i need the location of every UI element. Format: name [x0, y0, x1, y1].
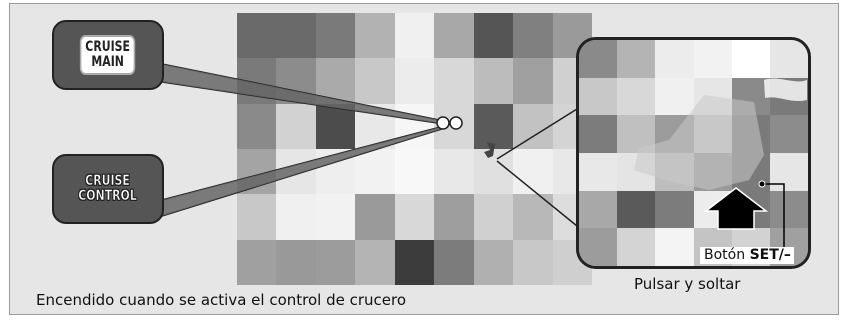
- mosaic-tile: [513, 239, 553, 285]
- mosaic-tile: [276, 103, 316, 149]
- dashboard-photo-mosaic: [237, 13, 592, 285]
- mosaic-tile: [237, 194, 277, 240]
- press-release-caption: Pulsar y soltar: [634, 275, 741, 293]
- mosaic-tile: [355, 194, 395, 240]
- mosaic-tile: [655, 190, 694, 229]
- mosaic-tile: [513, 58, 553, 104]
- indicator-lamp-control-icon: [449, 116, 463, 130]
- mosaic-tile: [473, 13, 514, 59]
- mosaic-tile: [394, 148, 435, 195]
- mosaic-tile: [394, 58, 435, 104]
- mosaic-tile: [434, 13, 474, 59]
- mosaic-tile: [579, 77, 618, 116]
- mosaic-tile: [617, 190, 656, 229]
- mosaic-tile: [355, 148, 395, 195]
- mosaic-tile: [617, 40, 656, 78]
- mosaic-tile: [237, 103, 277, 149]
- mosaic-tile: [355, 239, 395, 285]
- diagram-frame: CRUISE MAIN CRUISE CONTROL Botón SET/– E…: [9, 3, 839, 315]
- mosaic-tile: [315, 239, 356, 285]
- indicator-lamp-main-icon: [436, 116, 450, 130]
- mosaic-tile: [237, 13, 277, 59]
- press-up-arrow-icon: [703, 187, 769, 230]
- mosaic-tile: [434, 148, 474, 195]
- set-button-label: Botón SET/–: [700, 247, 794, 264]
- mosaic-tile: [579, 228, 618, 266]
- mosaic-tile: [731, 40, 770, 78]
- mosaic-tile: [434, 194, 474, 240]
- mosaic-tile: [315, 103, 356, 149]
- mosaic-tile: [237, 239, 277, 285]
- mosaic-tile: [473, 103, 514, 149]
- mosaic-tile: [473, 148, 514, 195]
- cruise-main-callout: CRUISE MAIN: [52, 20, 164, 90]
- mosaic-tile: [655, 228, 694, 266]
- mosaic-tile: [579, 115, 618, 153]
- mosaic-tile: [473, 58, 514, 104]
- mosaic-tile: [276, 13, 316, 59]
- cruise-main-icon: CRUISE MAIN: [80, 35, 136, 75]
- mosaic-tile: [315, 13, 356, 59]
- mosaic-tile: [276, 239, 316, 285]
- mosaic-tile: [769, 115, 808, 153]
- mosaic-tile: [769, 190, 808, 229]
- mosaic-tile: [579, 40, 618, 78]
- mosaic-tile: [394, 13, 435, 59]
- mosaic-tile: [513, 103, 553, 149]
- steering-wheel-inset: [576, 37, 811, 269]
- mosaic-tile: [394, 194, 435, 240]
- mosaic-tile: [434, 58, 474, 104]
- mosaic-tile: [355, 13, 395, 59]
- set-button-small-icon: [484, 142, 495, 158]
- mosaic-tile: [655, 40, 694, 78]
- mosaic-tile: [617, 77, 656, 116]
- mosaic-tile: [276, 194, 316, 240]
- mosaic-tile: [579, 153, 618, 191]
- pointer-lines: [161, 63, 785, 249]
- mosaic-tile: [513, 148, 553, 195]
- mosaic-tile: [579, 190, 618, 229]
- cruise-control-icon: CRUISE CONTROL: [74, 171, 142, 207]
- mosaic-tile: [355, 58, 395, 104]
- mosaic-tile: [513, 13, 553, 59]
- mosaic-tile: [617, 228, 656, 266]
- mosaic-tile: [693, 40, 732, 78]
- mosaic-tile: [769, 40, 808, 78]
- mosaic-tile: [513, 194, 553, 240]
- mosaic-tile: [473, 194, 514, 240]
- mosaic-tile: [434, 239, 474, 285]
- mosaic-tile: [315, 194, 356, 240]
- indicator-caption: Encendido cuando se activa el control de…: [36, 291, 407, 309]
- cruise-control-callout: CRUISE CONTROL: [52, 154, 164, 224]
- steering-spoke-shape: [634, 78, 807, 190]
- mosaic-tile: [655, 77, 694, 116]
- mosaic-tile: [473, 239, 514, 285]
- mosaic-tile: [394, 239, 435, 285]
